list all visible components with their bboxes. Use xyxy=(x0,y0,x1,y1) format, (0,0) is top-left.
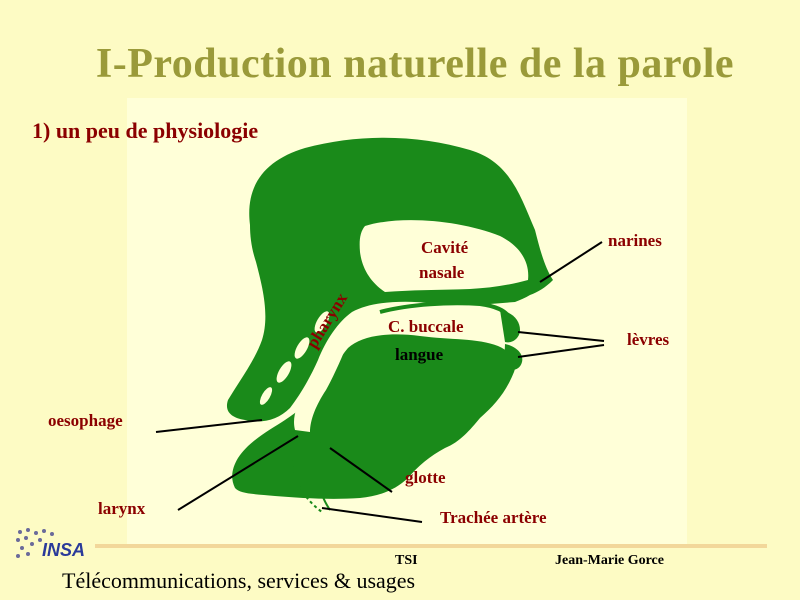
label-buccale: C. buccale xyxy=(388,317,464,336)
trachea xyxy=(316,441,331,511)
lips xyxy=(500,310,520,343)
footer-organization: Télécommunications, services & usages xyxy=(62,568,416,593)
label-larynx: larynx xyxy=(98,499,146,518)
insa-logo: INSA xyxy=(14,526,94,568)
palate xyxy=(379,301,512,320)
page-title: I-Production naturelle de la parole xyxy=(95,41,735,87)
pharynx-channel xyxy=(294,330,350,432)
pointer-levres-top xyxy=(517,331,605,342)
pointer-oesophage xyxy=(155,419,263,433)
pointer-trachee xyxy=(321,507,423,523)
label-cavite: Cavité xyxy=(421,238,469,257)
label-glotte: glotte xyxy=(405,468,446,487)
label-levres: lèvres xyxy=(627,330,670,349)
vertebra xyxy=(276,361,292,383)
label-trachee: Trachée artère xyxy=(440,508,547,527)
lips xyxy=(504,344,523,370)
nasal-cavity xyxy=(359,220,529,292)
footer-divider xyxy=(95,544,767,548)
pointer-larynx xyxy=(177,435,299,511)
label-nasale: nasale xyxy=(419,263,465,282)
trachea xyxy=(290,439,323,513)
label-narines: narines xyxy=(608,231,662,250)
label-langue: langue xyxy=(395,345,444,364)
vertebra xyxy=(314,311,330,333)
tongue-tissue xyxy=(232,334,516,499)
pointer-narines xyxy=(539,241,603,283)
pointer-levres-bottom xyxy=(517,344,605,358)
section-subtitle: 1) un peu de physiologie xyxy=(32,118,259,143)
vertebra xyxy=(259,387,273,405)
footer-tsi: TSI xyxy=(395,553,418,568)
footer-author: Jean-Marie Gorce xyxy=(555,553,664,568)
label-oesophage: oesophage xyxy=(48,411,123,430)
insa-logo-text: INSA xyxy=(42,540,85,560)
pointer-glotte xyxy=(329,447,393,493)
vertebra xyxy=(294,337,310,359)
